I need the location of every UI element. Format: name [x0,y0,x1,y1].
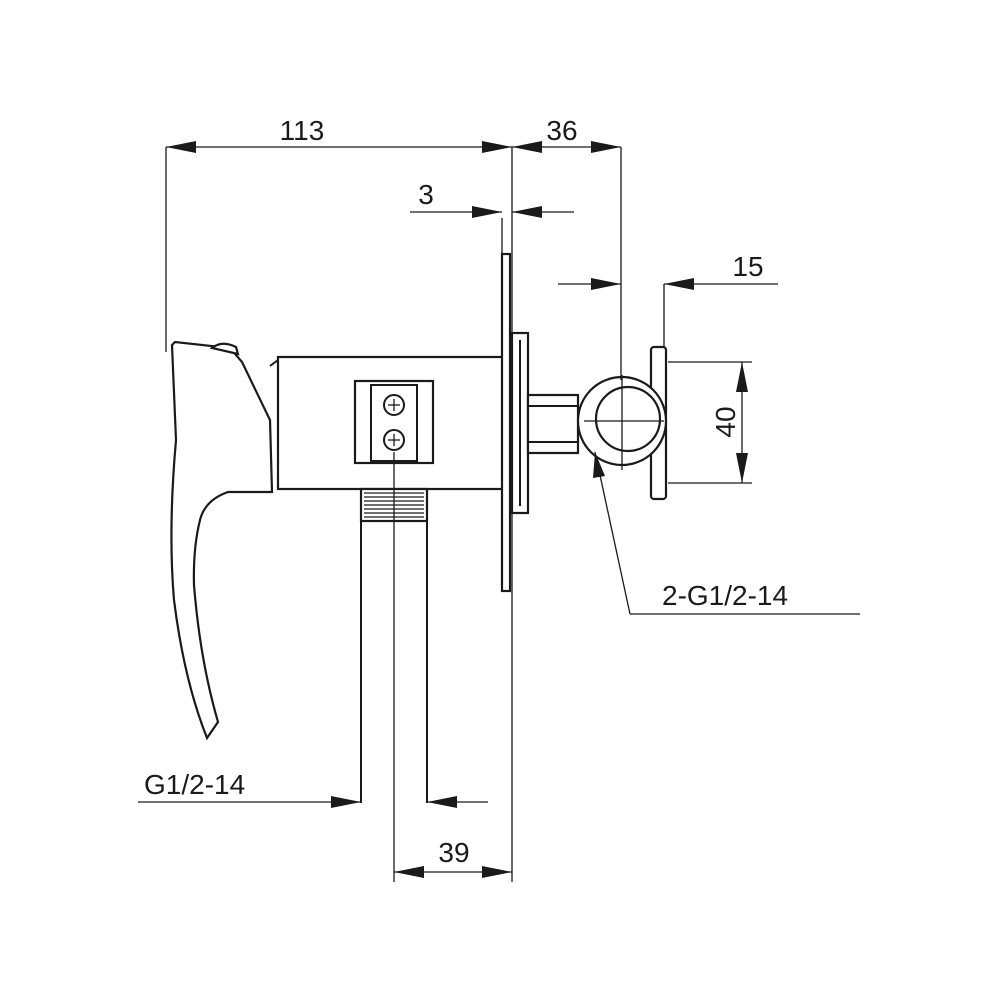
dim-36-label: 36 [546,115,577,146]
dim-113-label: 113 [280,115,325,146]
dim-39-label: 39 [438,837,469,868]
dim-15-label: 15 [732,251,763,282]
wall-plate [500,252,512,593]
outlet-callout-leader [594,451,631,615]
outlet-pipe [526,393,580,455]
dim-40-label: 40 [710,406,741,437]
inlet-thread-label: G1/2-14 [144,769,245,800]
outlet-thread-label: 2-G1/2-14 [662,580,788,611]
screw-top-icon [383,394,405,416]
body-handle-joint [269,359,279,367]
lever-handle [170,340,274,741]
lever-handle-knob [209,342,240,356]
dim-3-label: 3 [418,179,434,210]
outlet-ring-inner [594,385,662,453]
screw-bottom-icon [383,429,405,451]
